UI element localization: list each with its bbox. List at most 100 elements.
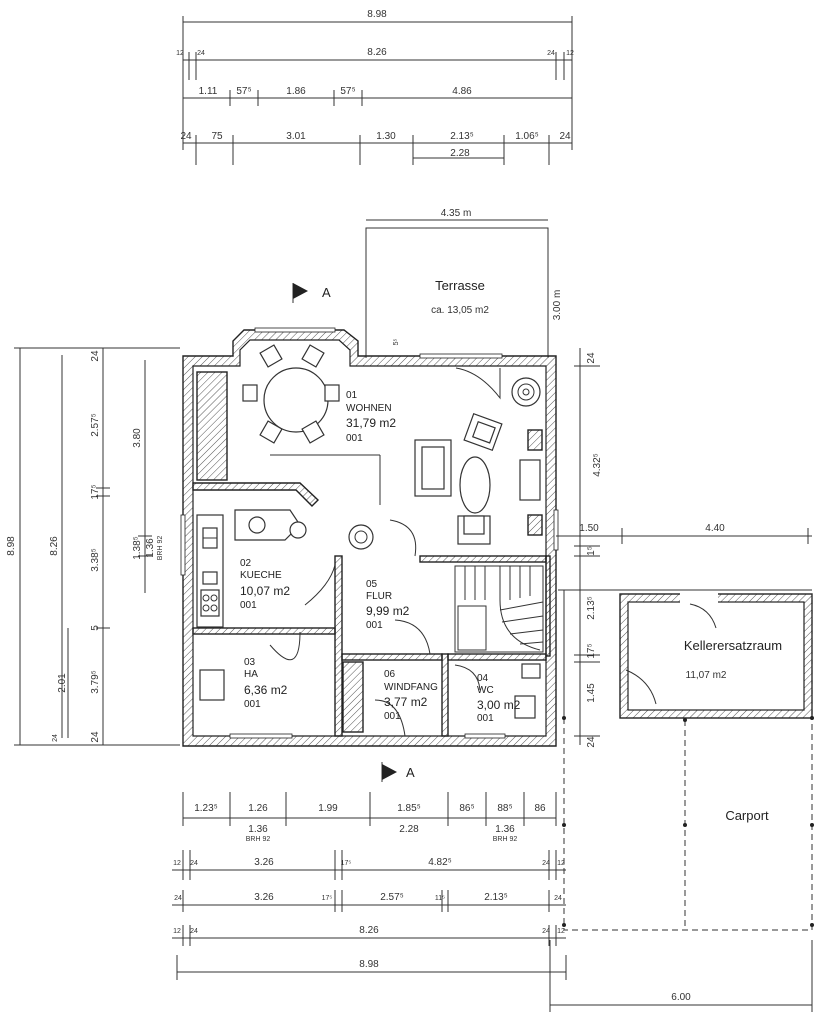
shelf-icon bbox=[199, 669, 225, 701]
dim-bot-r2-f: 24 bbox=[542, 860, 550, 867]
dim-left-c4-c: 1.36 bbox=[145, 538, 156, 558]
terrace-name: Terrasse bbox=[435, 278, 485, 293]
dim-top-r4-f: 1.06⁵ bbox=[515, 131, 539, 142]
dim-right-i: 24 bbox=[586, 736, 597, 748]
room-name: HA bbox=[244, 669, 258, 680]
dim-bot-r3-g: 24 bbox=[554, 895, 562, 902]
carport-name: Carport bbox=[725, 808, 769, 823]
dim-top-r3-b: 57⁵ bbox=[236, 86, 251, 97]
section-label-bottom: A bbox=[406, 765, 415, 780]
dim-bot-r4-c: 8.26 bbox=[359, 925, 379, 936]
room-num: 02 bbox=[240, 558, 252, 569]
dim-bot-r1-c: 1.99 bbox=[318, 803, 338, 814]
dim-top-r3-a: 1.11 bbox=[199, 86, 218, 97]
dim-bot-r1-a: 1.23⁵ bbox=[194, 803, 218, 814]
dim-top-r4-sub: 2.28 bbox=[450, 148, 470, 159]
dim-bot-r1-sub-c: 2.28 bbox=[399, 824, 419, 835]
dim-left-c3-g: 24 bbox=[90, 731, 101, 743]
room-name: WINDFANG bbox=[384, 682, 438, 693]
room-num: 06 bbox=[384, 669, 396, 680]
keller-name: Kellerersatzraum bbox=[684, 638, 782, 653]
terrace-step: 5⁵ bbox=[393, 339, 400, 346]
dim-bot-r2-e: 4.82⁵ bbox=[428, 857, 452, 868]
dim-bot-r1-f: 88⁵ bbox=[497, 803, 512, 814]
dim-right-g: 17⁵ bbox=[586, 643, 597, 658]
bottom-dimension-chains: 1.23⁵ 1.26 1.99 1.85⁵ 86⁵ 88⁵ 86 1.36 BR… bbox=[172, 792, 567, 980]
dim-top-overall: 8.98 bbox=[367, 9, 387, 20]
dim-top-r4-d: 1.30 bbox=[376, 131, 396, 142]
dim-right-h: 1.45 bbox=[586, 683, 597, 703]
dim-top-r4-e: 2.13⁵ bbox=[450, 131, 474, 142]
dim-bot-r2-c: 3.26 bbox=[254, 857, 274, 868]
dim-top-r2-c: 8.26 bbox=[367, 47, 387, 58]
stove-icon bbox=[511, 377, 541, 407]
dim-bot-r2-g: 12 bbox=[557, 860, 565, 867]
room-name: WOHNEN bbox=[346, 403, 392, 414]
right-dimension-chains: 24 4.32⁵ 1⁵ 2.13⁵ 17⁵ 1.45 24 1.50 4.40 bbox=[556, 348, 812, 748]
dim-left-c3-d: 3.38⁵ bbox=[90, 548, 101, 572]
room-area: 3,00 m2 bbox=[477, 698, 521, 712]
dining-table-icon bbox=[263, 367, 329, 433]
carport: Carport 6.00 bbox=[549, 589, 814, 1012]
furniture bbox=[196, 344, 543, 719]
dim-bot-r1-d: 1.85⁵ bbox=[397, 803, 421, 814]
top-dimension-chains: 8.98 12 24 8.26 24 12 1.11 57⁵ 1.86 57⁵ … bbox=[176, 9, 574, 165]
dim-left-inner: 8.26 bbox=[49, 536, 60, 556]
dim-bot-r1-sub-d: 1.36 bbox=[495, 824, 515, 835]
terrace-area: ca. 13,05 m2 bbox=[431, 305, 489, 316]
room-area: 10,07 m2 bbox=[240, 584, 290, 598]
dim-top-r4-a: 24 bbox=[180, 131, 192, 142]
room-code: 001 bbox=[244, 699, 261, 710]
room-code: 001 bbox=[346, 433, 363, 444]
room-name: FLUR bbox=[366, 591, 392, 602]
room-wohnen: 01 WOHNEN 31,79 m2 001 bbox=[346, 390, 396, 444]
section-marker-bottom: A bbox=[381, 762, 415, 782]
dim-bot-r4-d: 24 bbox=[542, 928, 550, 935]
room-num: 05 bbox=[366, 579, 378, 590]
room-flur: 05 FLUR 9,99 m2 001 bbox=[366, 579, 410, 631]
dim-left-c3b-a: 2.01 bbox=[57, 673, 68, 693]
dim-bot-r1-sub-a: 1.36 bbox=[248, 824, 268, 835]
dim-bot-overall: 8.98 bbox=[359, 959, 379, 970]
plant-icon bbox=[348, 524, 374, 550]
room-name: KUECHE bbox=[240, 570, 282, 581]
terrace: 4.35 m Terrasse ca. 13,05 m2 3.00 m 5⁵ bbox=[365, 208, 563, 358]
terrace-width: 4.35 m bbox=[441, 208, 472, 219]
dim-left-overall: 8.98 bbox=[6, 536, 17, 556]
dim-bot-r1-sub-b: BRH 92 bbox=[246, 836, 271, 843]
dim-left-c3b-b: 24 bbox=[52, 734, 59, 742]
dim-bot-r2-d: 17⁵ bbox=[341, 860, 352, 867]
dim-left-c3-b: 2.57⁵ bbox=[90, 413, 101, 437]
room-area: 3,77 m2 bbox=[384, 695, 428, 709]
dim-bot-r2-b: 24 bbox=[190, 860, 198, 867]
room-num: 04 bbox=[477, 673, 489, 684]
staircase bbox=[454, 565, 544, 653]
dim-bot-r3-b: 3.26 bbox=[254, 892, 274, 903]
room-wc: 04 WC 3,00 m2 001 bbox=[477, 673, 521, 724]
room-windfang: 06 WINDFANG 3,77 m2 001 bbox=[384, 669, 438, 722]
dim-left-c3-c: 17⁵ bbox=[90, 484, 101, 499]
dim-bot-r4-a: 12 bbox=[173, 928, 181, 935]
dim-bot-r3-c: 17⁵ bbox=[322, 895, 333, 902]
dim-top-r2-e: 12 bbox=[566, 50, 574, 57]
dim-bot-r4-e: 12 bbox=[557, 928, 565, 935]
dim-bot-r1-e: 86⁵ bbox=[459, 803, 474, 814]
dim-top-r2-d: 24 bbox=[547, 50, 555, 57]
dim-bot-r1-sub-e: BRH 92 bbox=[493, 836, 518, 843]
section-marker-top: A bbox=[292, 283, 331, 303]
dim-right-b: 4.32⁵ bbox=[592, 453, 603, 477]
dim-bot-r1-b: 1.26 bbox=[248, 803, 268, 814]
dim-top-r3-d: 57⁵ bbox=[340, 86, 355, 97]
room-area: 6,36 m2 bbox=[244, 683, 288, 697]
room-ha: 03 HA 6,36 m2 001 bbox=[244, 657, 288, 710]
dim-top-r4-c: 3.01 bbox=[286, 131, 306, 142]
room-code: 001 bbox=[477, 713, 494, 724]
section-label-top: A bbox=[322, 285, 331, 300]
room-code: 001 bbox=[384, 711, 401, 722]
room-num: 03 bbox=[244, 657, 256, 668]
room-code: 001 bbox=[240, 600, 257, 611]
dim-bot-r3-e: 11⁵ bbox=[435, 895, 445, 902]
dim-bot-r4-b: 24 bbox=[190, 928, 198, 935]
dim-left-c3-f: 3.79⁵ bbox=[90, 670, 101, 694]
dim-bot-r3-a: 24 bbox=[174, 895, 182, 902]
